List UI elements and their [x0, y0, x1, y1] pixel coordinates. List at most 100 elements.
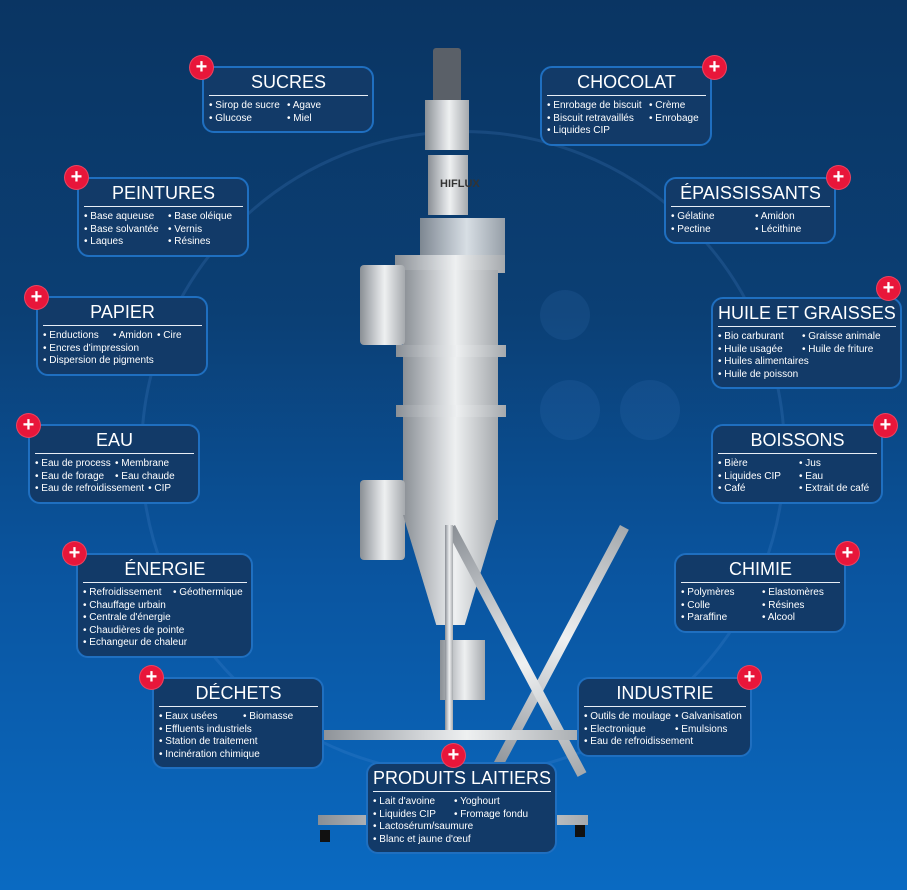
expand-plus-button-boissons[interactable]: +: [873, 413, 898, 438]
list-item: • Crème: [649, 100, 689, 113]
category-title: INDUSTRIE: [584, 681, 746, 707]
expand-plus-button-epaississants[interactable]: +: [826, 165, 851, 190]
item-label: Chauffage urbain: [89, 599, 166, 611]
item-label: Bière: [724, 458, 748, 469]
item-label: Galvanisation: [681, 711, 742, 722]
bullet-icon: •: [373, 821, 380, 833]
bullet-icon: •: [762, 599, 769, 611]
list-item: • Yoghourt: [454, 796, 504, 809]
bullet-icon: •: [718, 470, 725, 482]
category-box-chimie: CHIMIE• Polymères• Elastomères• Colle• R…: [674, 553, 846, 633]
expand-plus-button-industrie[interactable]: +: [737, 665, 762, 690]
item-label: Liquides CIP: [553, 125, 610, 137]
category-title: BOISSONS: [718, 428, 877, 454]
item-row: • Bio carburant• Graisse animale: [718, 331, 896, 344]
list-item: • Jus: [799, 458, 825, 471]
item-label: Emulsions: [681, 723, 728, 735]
item-row: • Lait d'avoine• Yoghourt: [373, 796, 551, 809]
item-label: Crème: [655, 100, 686, 111]
list-item: • Liquides CIP: [373, 809, 454, 822]
item-row: • Liquides CIP• Eau: [718, 471, 877, 484]
bullet-icon: •: [802, 343, 809, 355]
expand-plus-button-papier[interactable]: +: [24, 285, 49, 310]
category-box-industrie: INDUSTRIE • Outils de moulage• Galvanisat…: [577, 677, 752, 757]
list-item: • Refroidissement: [83, 587, 173, 600]
bullet-icon: •: [671, 223, 678, 235]
bullet-icon: •: [35, 470, 42, 482]
category-title: SUCRES: [209, 70, 368, 96]
item-row: • Base aqueuse• Base oléique: [84, 211, 243, 224]
item-row: • Enductions• Amidon• Cire: [43, 330, 202, 343]
item-row: • Centrale d'énergie: [83, 612, 247, 625]
list-item: • Alcool: [762, 612, 799, 625]
item-label: Huile de poisson: [724, 368, 799, 380]
item-row: • Enrobage de biscuit• Crème: [547, 100, 706, 113]
leg: [445, 525, 453, 735]
expand-plus-button-sucres[interactable]: +: [189, 55, 214, 80]
list-item: • Station de traitement: [159, 736, 262, 749]
category-title: EAU: [35, 428, 194, 454]
category-title: ÉNERGIE: [83, 557, 247, 583]
item-row: • Bière• Jus: [718, 458, 877, 471]
bullet-icon: •: [718, 343, 725, 355]
item-label: Station de traitement: [165, 736, 258, 748]
expand-plus-button-eau[interactable]: +: [16, 413, 41, 438]
item-label: CIP: [154, 483, 172, 495]
item-label: Enductions: [49, 330, 99, 341]
expand-plus-button-huile[interactable]: +: [876, 276, 901, 301]
item-label: Polymères: [687, 587, 735, 598]
item-label: Base oléique: [174, 211, 233, 222]
expand-plus-button-dechets[interactable]: +: [139, 665, 164, 690]
expand-plus-button-chocolat[interactable]: +: [702, 55, 727, 80]
expand-plus-button-laitiers[interactable]: +: [441, 743, 466, 768]
item-label: Yoghourt: [460, 796, 500, 807]
item-label: Membrane: [121, 458, 170, 469]
base-frame: [318, 730, 588, 740]
item-row: • Eau de refroidissement: [584, 736, 746, 749]
item-label: Eau de refroidissement: [590, 736, 694, 748]
list-item: • Huile de friture: [802, 344, 877, 357]
expand-plus-button-peintures[interactable]: +: [64, 165, 89, 190]
item-label: Base aqueuse: [90, 211, 155, 222]
bullet-icon: •: [159, 736, 166, 748]
item-label: Café: [724, 483, 746, 495]
item-label: Agave: [292, 100, 322, 111]
item-row: • Effluents industriels: [159, 724, 318, 737]
list-item: • Emulsions: [675, 724, 731, 737]
item-row: • Colle• Résines: [681, 600, 840, 613]
item-row: • Eau de forage• Eau chaude: [35, 471, 194, 484]
top-flange: [395, 255, 505, 273]
list-item: • Galvanisation: [675, 711, 746, 724]
item-label: Sirop de sucre: [215, 100, 280, 111]
list-item: • Gélatine: [671, 211, 755, 224]
expand-plus-button-chimie[interactable]: +: [835, 541, 860, 566]
item-label: Huile usagée: [724, 343, 783, 355]
list-item: • Colle: [681, 600, 762, 613]
gearbox: [425, 100, 469, 150]
bullet-icon: •: [681, 599, 688, 611]
expand-plus-button-energie[interactable]: +: [62, 541, 87, 566]
bullet-icon: •: [547, 100, 554, 111]
list-item: • Pectine: [671, 224, 755, 237]
middle-flange: [396, 405, 506, 417]
item-label: Cire: [163, 330, 182, 341]
item-row: • Paraffine• Alcool: [681, 612, 840, 625]
list-item: • Centrale d'énergie: [83, 612, 175, 625]
item-row: • Sirop de sucre• Agave: [209, 100, 368, 113]
list-item: • Base solvantée: [84, 224, 168, 237]
motor-housing: [428, 155, 468, 215]
list-item: • Chaudières de pointe: [83, 625, 188, 638]
bullet-icon: •: [43, 330, 50, 341]
list-item: • Miel: [287, 113, 316, 126]
item-label: Eau de forage: [41, 470, 105, 482]
bullet-icon: •: [35, 483, 42, 495]
outlet-pipe: [360, 480, 405, 560]
bullet-icon: •: [83, 587, 90, 598]
bullet-icon: •: [168, 211, 175, 222]
item-row: • Gélatine• Amidon: [671, 211, 830, 224]
bullet-icon: •: [84, 211, 91, 222]
item-label: Eaux usées: [165, 711, 218, 722]
list-item: • Liquides CIP: [547, 125, 649, 138]
list-item: • Géothermique: [173, 587, 247, 600]
item-row: • Outils de moulage• Galvanisation: [584, 711, 746, 724]
